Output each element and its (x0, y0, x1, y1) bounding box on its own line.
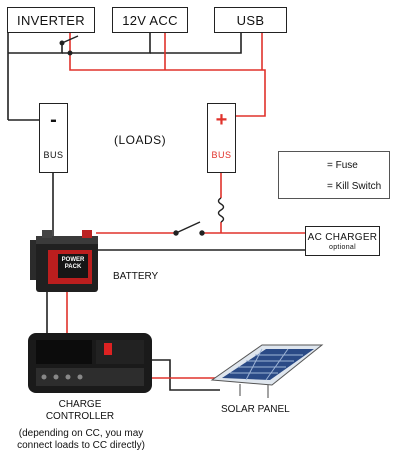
battery-brand: POWER PACK (58, 257, 88, 271)
usb-label: USB (236, 12, 265, 28)
cc-note-line2: connect loads to CC directly) (17, 440, 145, 451)
negative-bus: - BUS (39, 103, 68, 173)
cc-label-line2: CONTROLLER (45, 411, 115, 422)
negative-bus-label: BUS (43, 150, 64, 160)
usb-box: USB (214, 7, 287, 33)
cc-to-solar-neg-wire (150, 359, 220, 391)
positive-wires (66, 33, 305, 379)
negative-sign: - (50, 109, 57, 131)
legend-fuse-text: = Fuse (327, 160, 358, 171)
charge-controller-label: CHARGE CONTROLLER (30, 399, 130, 423)
positive-main-wire (69, 33, 266, 117)
cc-label-line1: CHARGE (58, 399, 102, 410)
positive-sign: + (215, 109, 228, 131)
loads-label: (LOADS) (114, 133, 167, 147)
negative-wires (7, 33, 242, 391)
inverter-box: INVERTER (7, 7, 95, 33)
acc-box: 12V ACC (112, 7, 188, 33)
acc-label: 12V ACC (122, 12, 178, 28)
battery-brand-line2: PACK (64, 264, 82, 270)
charge-controller-graphic (28, 333, 152, 393)
legend: = Fuse = Kill Switch (278, 151, 390, 199)
inverter-label: INVERTER (17, 12, 85, 28)
kill-switch-icon (173, 221, 205, 236)
positive-bus: + BUS (207, 103, 236, 173)
battery-graphic (30, 230, 98, 292)
battery-brand-line1: POWER (61, 257, 85, 263)
ac-charger-box: AC CHARGER optional (305, 226, 380, 256)
neg-ring-left (8, 43, 63, 54)
ac-charger-label: AC CHARGER (307, 231, 378, 243)
positive-bus-label: BUS (211, 150, 232, 160)
solar-panel-label: SOLAR PANEL (221, 404, 290, 415)
inverter-switch-icon (59, 35, 79, 56)
battery-label: BATTERY (113, 271, 159, 282)
fuse-icon (217, 197, 225, 223)
charge-controller-note: (depending on CC, you may connect loads … (6, 428, 156, 452)
cc-note-line1: (depending on CC, you may (18, 428, 144, 439)
solar-panel-graphic (210, 344, 324, 398)
acc-neg-wire (62, 33, 151, 54)
legend-kill-switch-text: = Kill Switch (327, 181, 382, 192)
ac-charger-note: optional (329, 243, 356, 251)
usb-neg-wire (150, 33, 242, 54)
